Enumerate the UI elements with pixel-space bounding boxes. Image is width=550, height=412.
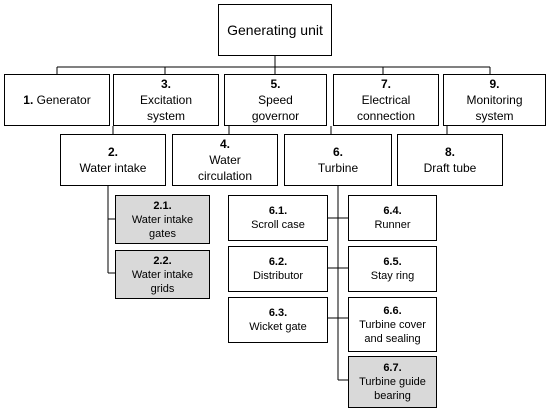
node-label: Turbine (317, 161, 359, 175)
node-water-intake-grids: 2.2. Water intake grids (115, 250, 210, 299)
node-number: 8. (444, 145, 455, 159)
node-number: 6.6. (383, 304, 402, 317)
node-label: Excitation system (139, 93, 193, 123)
node-draft-tube: 8. Draft tube (397, 134, 503, 186)
node-label: Generator (36, 93, 91, 107)
node-label: Water circulation (197, 153, 253, 183)
node-label: Generating unit (227, 22, 323, 38)
node-label: Monitoring system (466, 93, 523, 123)
node-number: 2. (107, 145, 118, 159)
node-number: 6.1. (268, 205, 288, 217)
node-number: 7. (380, 77, 391, 91)
node-runner: 6.4. Runner (348, 195, 437, 241)
node-turbine-cover-and-sealing: 6.6. Turbine cover and sealing (348, 297, 437, 352)
node-scroll-case: 6.1. Scroll case (228, 195, 328, 241)
node-label: Distributor (252, 270, 304, 282)
node-water-circulation: 4. Water circulation (172, 134, 278, 186)
node-label: Water intake (79, 161, 147, 175)
node-excitation-system: 3. Excitation system (113, 74, 219, 126)
node-number: 5. (270, 77, 281, 91)
node-number: 3. (160, 77, 171, 91)
node-turbine-guide-bearing: 6.7. Turbine guide bearing (348, 356, 437, 408)
node-label: Turbine guide bearing (359, 376, 426, 402)
node-label: Electrical connection (356, 93, 416, 123)
node-electrical-connection: 7. Electrical connection (333, 74, 439, 126)
node-water-intake-gates: 2.1. Water intake gates (115, 195, 210, 244)
node-number: 6. (332, 145, 343, 159)
node-wicket-gate: 6.3. Wicket gate (228, 297, 328, 343)
node-monitoring-system: 9. Monitoring system (443, 74, 546, 126)
node-label: Stay ring (370, 270, 415, 282)
node-distributor: 6.2. Distributor (228, 246, 328, 292)
node-number: 1. (23, 93, 34, 107)
node-turbine: 6. Turbine (284, 134, 392, 186)
node-number: 4. (219, 137, 230, 151)
node-label: Turbine cover and sealing (359, 318, 426, 345)
node-label: Water intake gates (131, 213, 194, 240)
node-stay-ring: 6.5. Stay ring (348, 246, 437, 292)
node-number: 9. (489, 77, 500, 91)
node-number: 6.3. (268, 307, 288, 319)
node-number: 6.4. (383, 205, 402, 217)
node-number: 2.1. (153, 199, 172, 212)
node-label: Runner (374, 219, 411, 231)
node-generator: 1. Generator (4, 74, 110, 126)
node-label: Water intake grids (131, 268, 194, 295)
node-label: Wicket gate (249, 321, 307, 333)
node-number: 6.2. (268, 256, 288, 268)
node-label: Scroll case (251, 219, 305, 231)
node-label: Draft tube (423, 161, 477, 175)
node-number: 2.2. (153, 254, 172, 267)
node-generating-unit: Generating unit (218, 4, 332, 56)
node-number: 6.5. (383, 256, 402, 268)
node-number: 6.7. (383, 362, 402, 374)
node-water-intake: 2. Water intake (60, 134, 166, 186)
node-label: Speed governor (251, 93, 300, 123)
node-speed-governor: 5. Speed governor (224, 74, 327, 126)
